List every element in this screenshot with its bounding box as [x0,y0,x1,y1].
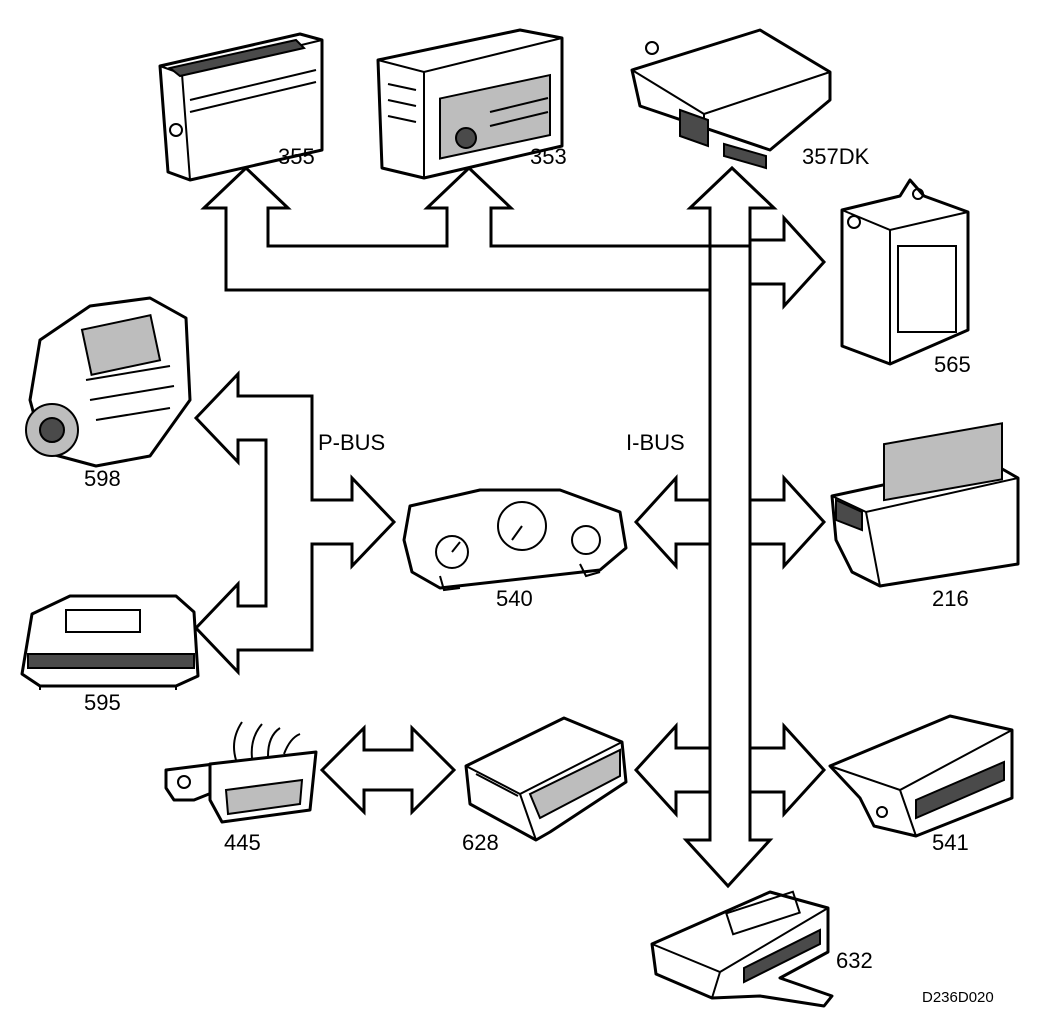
label-595: 595 [84,690,121,715]
diagnostic-link-arrow [319,724,457,816]
i-bus-branch-540 [633,474,712,570]
label-632: 632 [836,948,873,973]
i-bus-branch-565 [748,214,827,310]
module-632-device [650,890,834,1008]
module-357dk-device [630,28,832,170]
i-bus-branch-541 [748,722,827,818]
label-541: 541 [932,830,969,855]
module-353-device [376,28,564,180]
i-bus-branch-628 [633,722,712,818]
label-216: 216 [932,586,969,611]
figure-code: D236D020 [922,989,994,1006]
module-216-device [830,422,1020,588]
label-598: 598 [84,466,121,491]
module-565-device [840,178,970,366]
label-357dk: 357DK [802,144,870,169]
display-541-device [828,714,1014,838]
top-bus-arrow [200,165,778,292]
label-565: 565 [934,352,971,377]
label-628: 628 [462,830,499,855]
module-355-device [158,32,324,182]
i-bus-branch-216 [748,474,827,570]
label-i-bus: I-BUS [626,430,685,455]
label-540: 540 [496,586,533,611]
i-bus-trunk [682,244,774,889]
diagnostic-connector-445-device [164,721,318,824]
label-353: 353 [530,144,567,169]
instrument-cluster-540-device [402,488,628,592]
p-bus-arrow [193,370,397,676]
ecu-595-device [20,594,200,690]
pump-598-device [25,296,192,468]
label-445: 445 [224,830,261,855]
label-355: 355 [278,144,315,169]
label-p-bus: P-BUS [318,430,385,455]
module-628-device [464,716,628,842]
